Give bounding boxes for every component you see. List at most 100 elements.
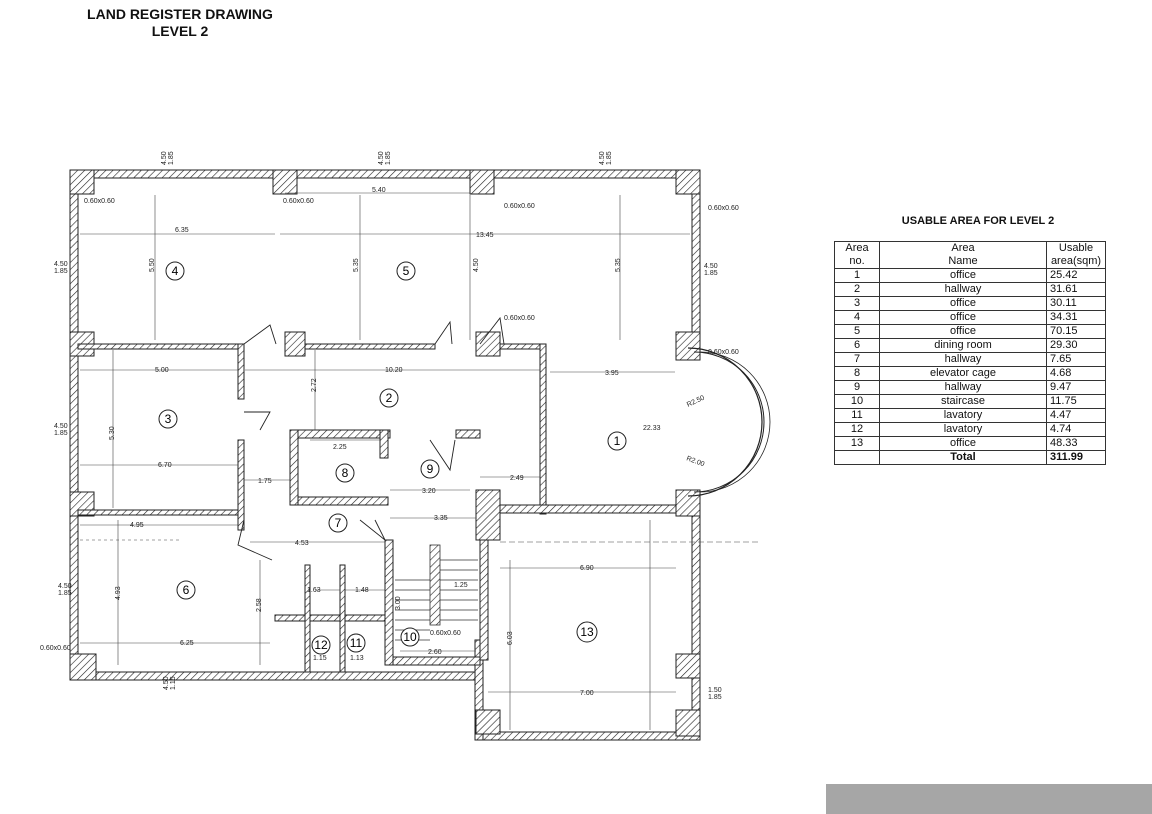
- dim-label: 5.35: [615, 258, 622, 272]
- room-marker-11: 11: [346, 633, 366, 653]
- room-number: 4: [172, 264, 179, 278]
- header-usable-area: Usable area(sqm): [1046, 241, 1106, 269]
- curved-bay-wall: [687, 347, 771, 497]
- dim-label: 7.00: [580, 690, 594, 697]
- dim-label: 1.13: [350, 655, 364, 662]
- row-name: office: [879, 296, 1047, 311]
- dim-label: 2.49: [510, 475, 524, 482]
- usable-area-title: USABLE AREA FOR LEVEL 2: [901, 215, 1055, 227]
- room-marker-1: 1: [607, 431, 627, 451]
- row-no: 8: [834, 366, 880, 381]
- dim-label: 6.70: [158, 462, 172, 469]
- row-area: 70.15: [1046, 324, 1106, 339]
- dim-label: 5.35: [353, 258, 360, 272]
- pillar-label: 0.60x0.60: [40, 645, 71, 652]
- window-label: 4.501.85: [161, 151, 175, 165]
- door-swings: [237, 316, 505, 561]
- interior-walls: [77, 343, 677, 673]
- row-no: 12: [834, 422, 880, 437]
- dim-label: 6.25: [180, 640, 194, 647]
- dim-label: 1.25: [454, 582, 468, 589]
- dim-label: 2.60: [428, 649, 442, 656]
- room-marker-5: 5: [396, 261, 416, 281]
- row-area: 31.61: [1046, 282, 1106, 297]
- room-marker-7: 7: [328, 513, 348, 533]
- row-name: office: [879, 436, 1047, 451]
- window-label: 4.501.15: [163, 676, 177, 690]
- row-no: 10: [834, 394, 880, 409]
- row-name: hallway: [879, 352, 1047, 367]
- row-name: lavatory: [879, 422, 1047, 437]
- dim-label: 2.58: [256, 598, 263, 612]
- dim-label: 5.40: [372, 187, 386, 194]
- dim-label: 10.20: [385, 367, 403, 374]
- dim-label: 3.20: [422, 488, 436, 495]
- row-name: elevator cage: [879, 366, 1047, 381]
- drawing-title-line2: LEVEL 2: [151, 23, 209, 39]
- room-marker-12: 12: [311, 635, 331, 655]
- window-label: 4.501.85: [378, 151, 392, 165]
- window-label: 4.501.85: [599, 151, 613, 165]
- dim-label: 13.45: [476, 232, 494, 239]
- row-no: 11: [834, 408, 880, 423]
- dim-label: R2.00: [685, 455, 705, 468]
- room-marker-10: 10: [400, 627, 420, 647]
- row-area: 25.42: [1046, 268, 1106, 283]
- header-area-no: Area no.: [834, 241, 880, 269]
- row-name: office: [879, 310, 1047, 325]
- row-no: 5: [834, 324, 880, 339]
- dim-label: 1.15: [313, 655, 327, 662]
- row-no: 6: [834, 338, 880, 353]
- dim-label: 5.50: [149, 258, 156, 272]
- pillar-label: 0.60x0.60: [504, 203, 535, 210]
- room-marker-3: 3: [158, 409, 178, 429]
- row-no: 4: [834, 310, 880, 325]
- total-spacer: [834, 450, 880, 465]
- row-area: 48.33: [1046, 436, 1106, 451]
- row-no: 1: [834, 268, 880, 283]
- row-name: dining room: [879, 338, 1047, 353]
- room-number: 1: [614, 434, 621, 448]
- dim-label: R2.50: [686, 395, 706, 409]
- row-name: office: [879, 268, 1047, 283]
- row-name: office: [879, 324, 1047, 339]
- room-number: 8: [342, 466, 349, 480]
- room-number: 12: [314, 638, 328, 652]
- row-area: 11.75: [1046, 394, 1106, 409]
- pillar-label: 0.60x0.60: [283, 198, 314, 205]
- room-marker-13: 13: [576, 621, 598, 643]
- total-value: 311.99: [1046, 450, 1106, 465]
- row-area: 29.30: [1046, 338, 1106, 353]
- footer-band: [826, 784, 1152, 814]
- room-number: 10: [403, 630, 417, 644]
- pillar-label: 0.60x0.60: [430, 630, 461, 637]
- room-marker-8: 8: [335, 463, 355, 483]
- table-header-row: Area no. Area Name Usable area(sqm): [834, 241, 1106, 269]
- dim-label: 4.95: [130, 522, 144, 529]
- room-number: 3: [165, 412, 172, 426]
- pillars: [69, 169, 701, 737]
- dimension-lines: [80, 192, 760, 730]
- row-name: staircase: [879, 394, 1047, 409]
- dim-label: 6.90: [580, 565, 594, 572]
- room-marker-9: 9: [420, 459, 440, 479]
- dim-label: 4.53: [295, 540, 309, 547]
- room-markers: 4 5 3 2 1 8 9 7 6 13 12 11 10: [158, 261, 627, 655]
- dim-label: 22.33: [643, 425, 661, 432]
- dim-label: 4.93: [115, 586, 122, 600]
- room-number: 6: [183, 583, 190, 597]
